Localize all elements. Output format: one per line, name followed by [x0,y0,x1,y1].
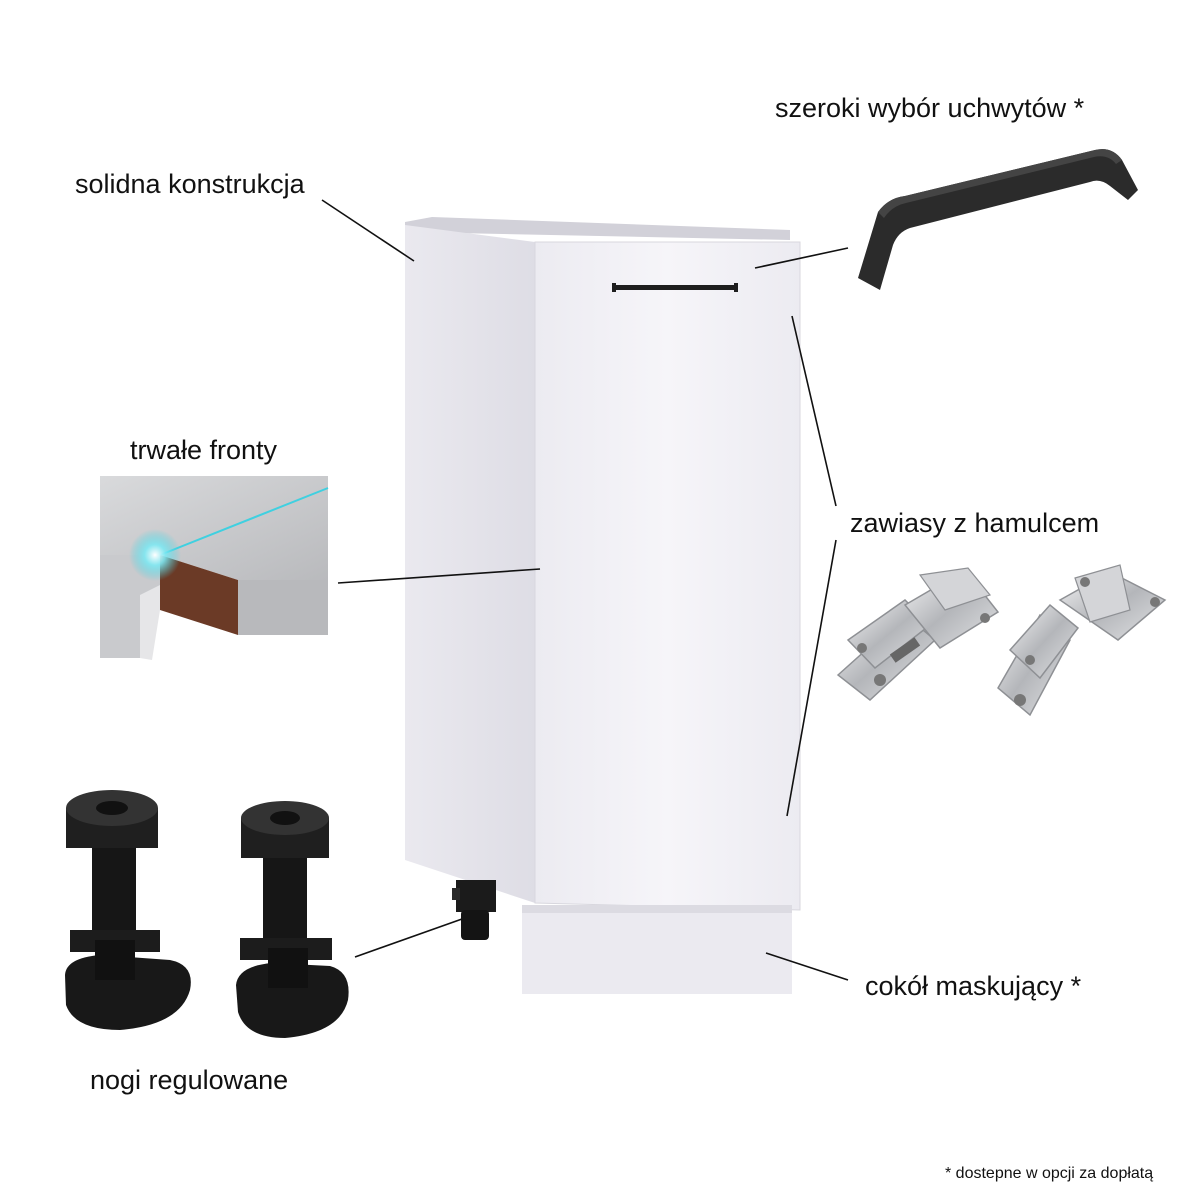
bar-handle-image [858,149,1138,290]
cabinet-top [405,217,790,240]
hinges-image [836,564,1167,717]
callout-lines [321,199,849,981]
cabinet-side-panel [405,225,535,903]
line-handles [754,247,849,269]
label-handles: szeroki wybór uchwytów * [775,93,1085,123]
label-fronts: trwałe fronty [130,435,278,465]
cabinet-plinth [522,905,792,994]
label-plinth: cokół maskujący * [865,971,1082,1001]
leg-right [236,801,349,1038]
label-construction: solidna konstrukcja [75,169,305,199]
line-hinges-lower [786,539,837,817]
line-fronts [337,568,541,584]
line-hinges [791,315,837,507]
hinge-right [997,564,1167,717]
hinge-left [836,567,1000,701]
line-legs [354,918,463,958]
label-hinges: zawiasy z hamulcem [850,508,1100,538]
cabinet [405,217,801,994]
footnote: * dostepne w opcji za dopłatą [945,1165,1154,1182]
label-legs: nogi regulowane [90,1065,289,1095]
door-handle [612,285,738,290]
line-plinth [765,952,849,981]
cabinet-leg [452,880,496,940]
leg-left [65,790,191,1030]
line-construction [321,199,415,262]
cabinet-door [534,241,801,911]
front-edge-sample-image [100,476,329,660]
adjustable-legs-image [65,790,349,1038]
